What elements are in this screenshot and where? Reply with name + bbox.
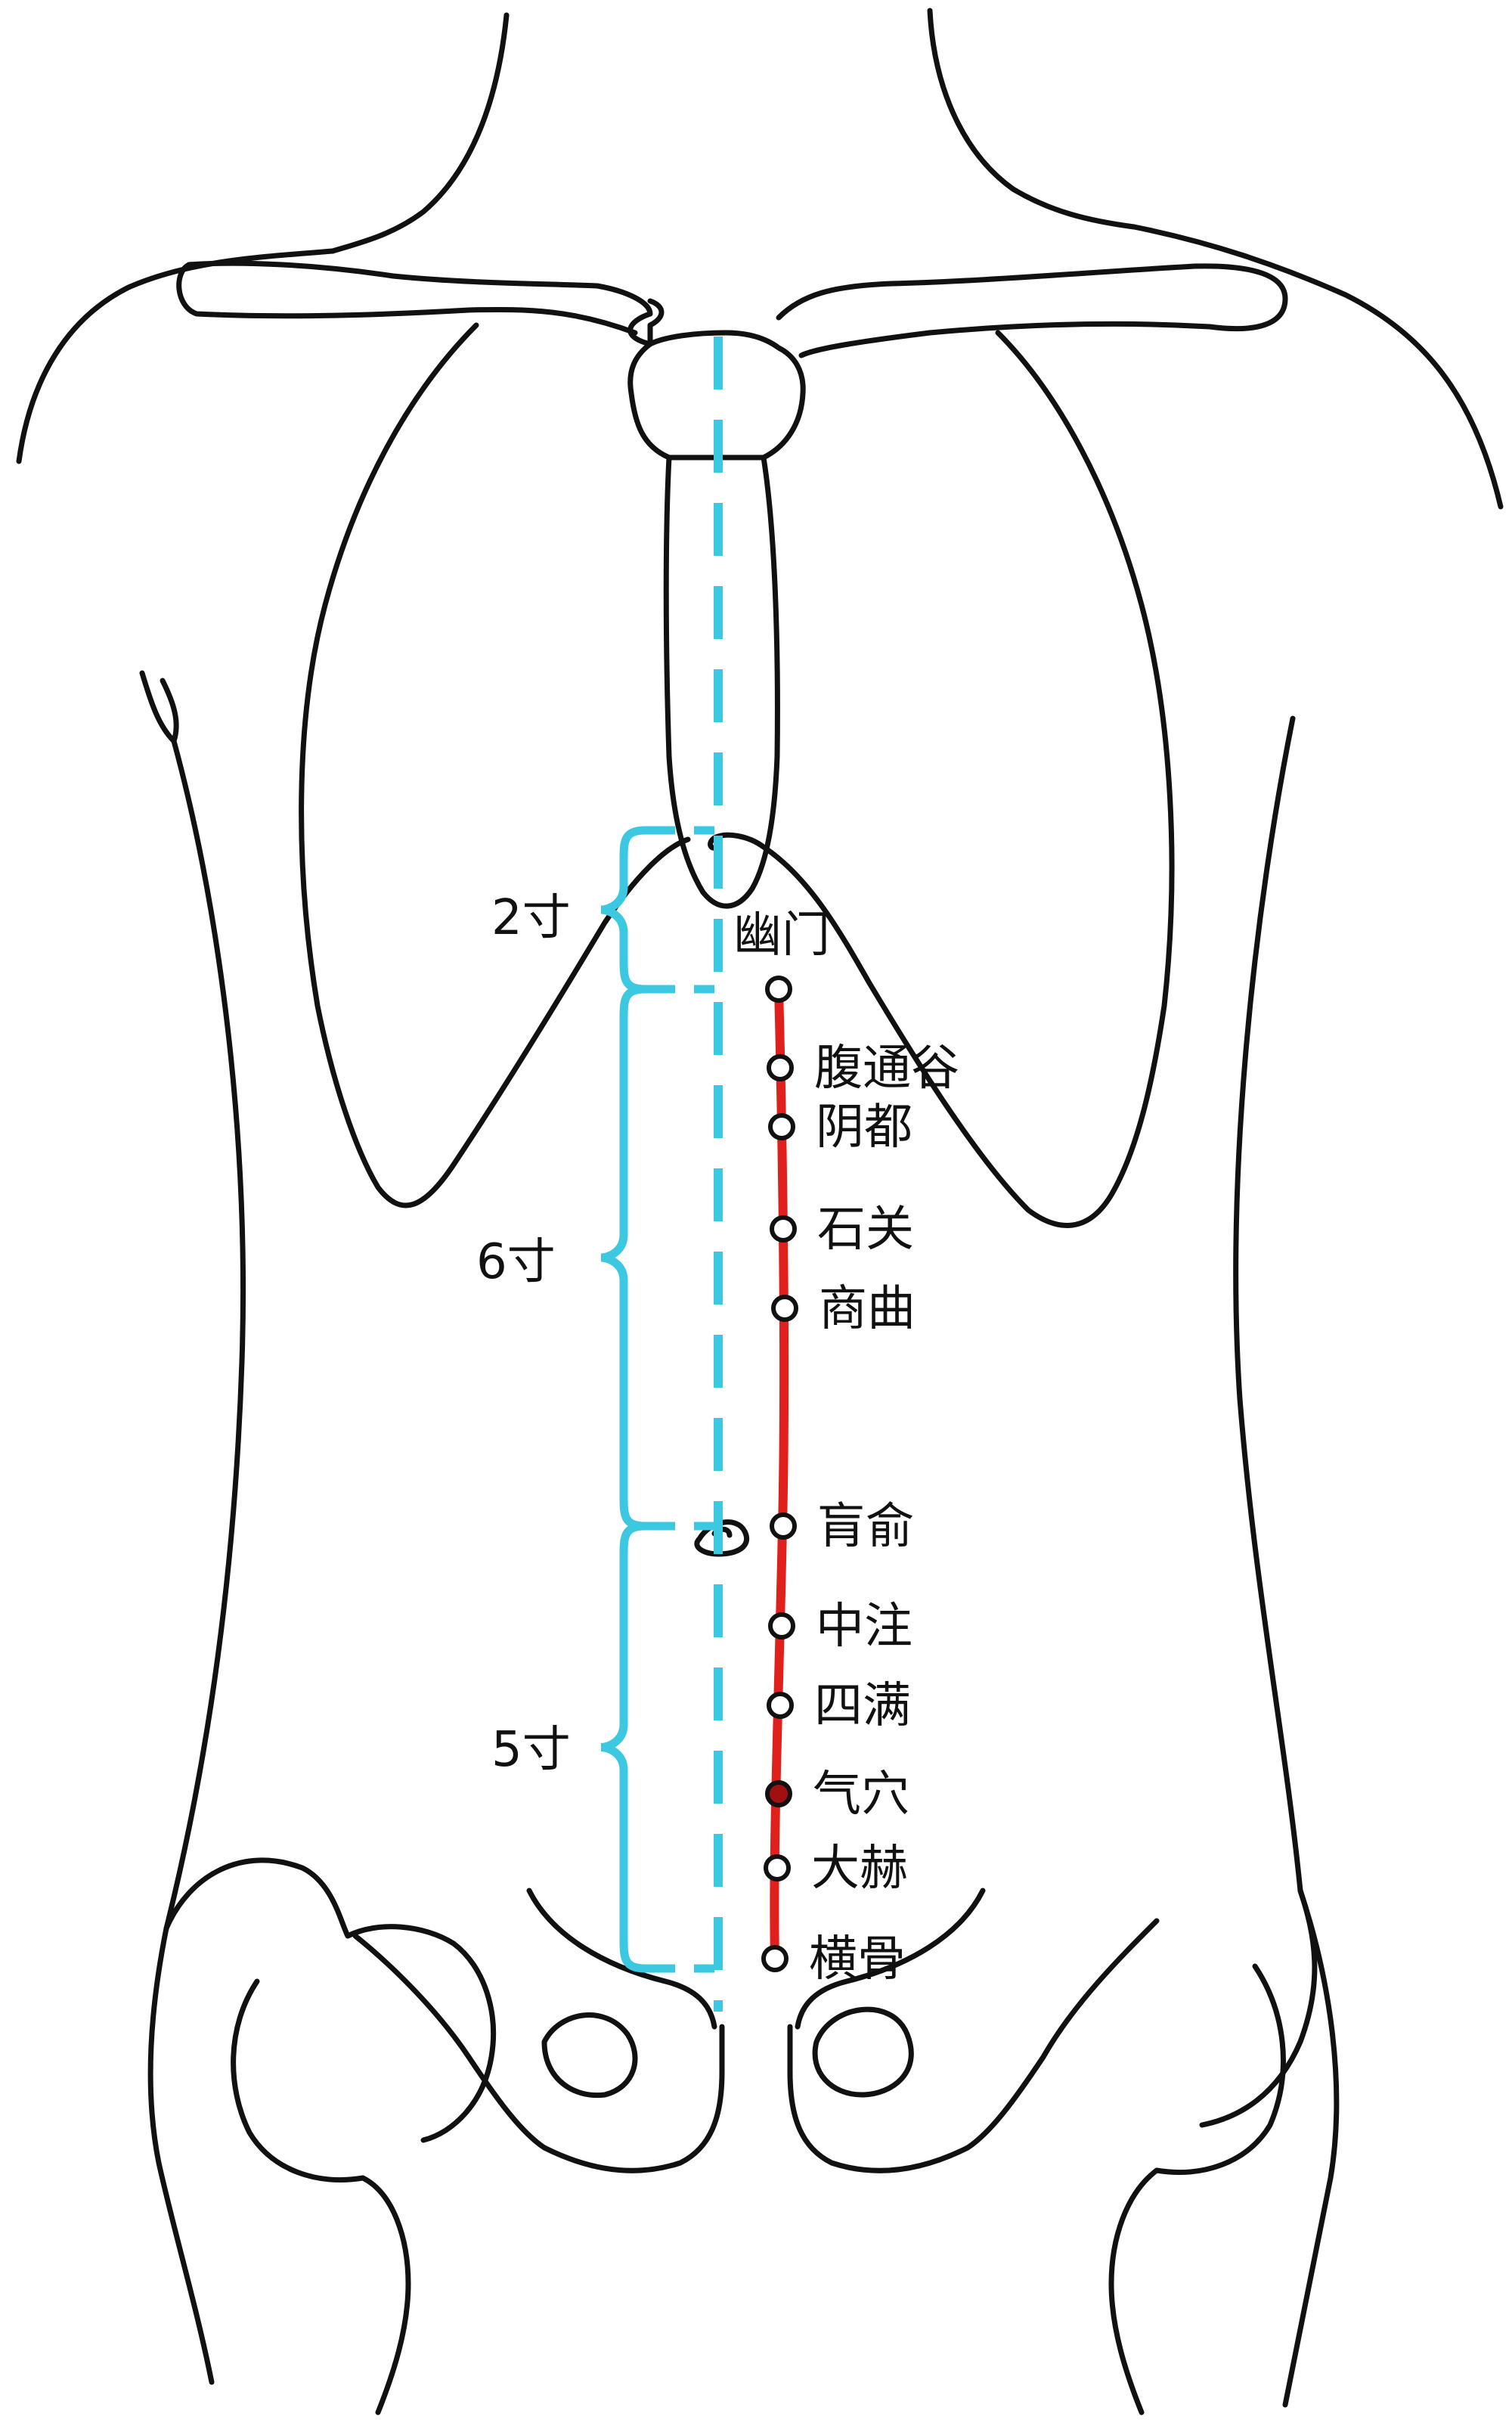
iliac-crest-right [1199, 1888, 1318, 2128]
femur-left [231, 1978, 411, 2415]
sternum-body [663, 454, 780, 909]
acupoint-label: 大赫 [811, 1841, 908, 1897]
acupoint-marker [770, 1215, 797, 1242]
acupoint-marker [761, 1945, 789, 1972]
hip-left-outer [147, 1925, 215, 2385]
bracket-shape [600, 826, 649, 994]
acupoint-label: 商曲 [819, 1281, 916, 1337]
rib-cage-right [708, 330, 1175, 1228]
acupoint-label: 肓俞 [817, 1499, 914, 1555]
acupoint-marker [764, 1854, 791, 1882]
acupoint-label: 幽门 [733, 907, 830, 963]
acupoint-label: 气穴 [813, 1767, 909, 1823]
acupoint-label: 横骨 [809, 1931, 906, 1987]
manubrium [627, 330, 806, 461]
measurement-bracket: 2寸 [491, 826, 714, 994]
measurement-label: 6寸 [476, 1234, 556, 1290]
iliac-crest-left [163, 1857, 496, 2143]
acupoint-marker [771, 1295, 798, 1322]
acupoint-marker [767, 1692, 794, 1719]
pelvis-inner-left [526, 1888, 717, 2030]
pelvis-rim-left [352, 1933, 725, 2173]
bracket-shape [600, 1522, 649, 1973]
acupoint-label: 腹通谷 [814, 1041, 959, 1097]
obturator-left [541, 2012, 638, 2099]
shoulder-right [1131, 224, 1504, 510]
acupoint-label: 四满 [814, 1678, 911, 1734]
acupoint-marker [765, 976, 792, 1003]
clavicle-left [186, 260, 665, 347]
acupoint-marker [768, 1113, 795, 1140]
measurement-label: 2寸 [491, 890, 571, 946]
acupoint-marker [768, 1612, 795, 1640]
body-outline [16, 8, 1504, 2415]
measurement-brackets: 2寸 6寸 5寸 [476, 826, 714, 1973]
clavicle-right [776, 263, 1288, 358]
measurement-label: 5寸 [491, 1722, 571, 1778]
clavicle-left-lower [176, 262, 638, 336]
hip-right-outer [1282, 1888, 1340, 2408]
bracket-shape [600, 985, 649, 1531]
acupoint-label: 石关 [817, 1202, 914, 1258]
obturator-right [812, 2006, 914, 2098]
acupoint-label: 阴都 [816, 1100, 912, 1156]
arm-gap-left-2 [160, 678, 179, 744]
trunk-side-right [1233, 715, 1303, 1894]
neck-left [330, 12, 510, 254]
acupoint-marker [767, 1054, 794, 1081]
pelvis-inner-right [795, 1888, 986, 2030]
femur-right [1108, 1963, 1286, 2415]
acupoint-marker-highlight [765, 1780, 792, 1807]
shoulder-left [16, 248, 336, 464]
acupoint-marker [770, 1512, 797, 1540]
pelvis-rim-right [787, 1918, 1160, 2173]
acupoint-label: 中注 [816, 1599, 912, 1655]
measurement-bracket: 5寸 [491, 1522, 714, 1973]
arm-gap-left [139, 670, 177, 744]
rib-cage-left [299, 322, 691, 1208]
neck-right [927, 8, 1137, 230]
trunk-side-left [163, 738, 246, 1931]
